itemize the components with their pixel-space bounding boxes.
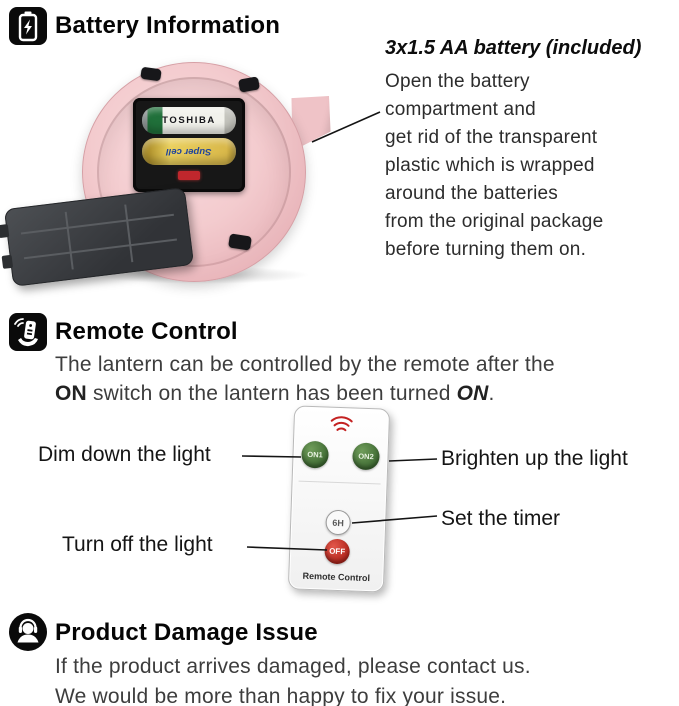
remote-description-line2: ON switch on the lantern has been turned… (55, 379, 555, 408)
label-brighten-up: Brighten up the light (441, 447, 628, 470)
remote-control-device: ON1 ON2 6H OFF Remote Control (287, 405, 391, 593)
ir-signal-icon (330, 416, 353, 432)
cover-groove (23, 238, 177, 259)
cover-groove (64, 211, 74, 270)
lantern-base-photo: TOSHIBA Super cell (82, 62, 306, 282)
label-dim-down: Dim down the light (38, 443, 211, 466)
on-word-italic: ON (456, 382, 489, 405)
damage-description: If the product arrives damaged, please c… (55, 652, 531, 706)
remote-button-on1: ON1 (301, 440, 329, 469)
callout-line: from the original package (385, 211, 604, 232)
customer-service-icon (9, 613, 47, 651)
callout-line: compartment and (385, 99, 536, 120)
cover-groove (20, 213, 174, 234)
cover-groove (124, 204, 133, 263)
cover-clip-tab (0, 224, 10, 239)
remote-control-label: Remote Control (302, 570, 371, 584)
callout-line: before turning them on. (385, 239, 587, 260)
rubber-foot (140, 66, 162, 82)
on-buttons-row: ON1 ON2 (293, 440, 388, 471)
cover-clip-tab (1, 254, 14, 269)
battery-section-heading: Battery Information (55, 12, 281, 39)
remote-section-heading: Remote Control (55, 318, 238, 345)
remote-button-off: OFF (324, 538, 351, 565)
aa-battery-toshiba: TOSHIBA (142, 107, 236, 134)
label-turn-off: Turn off the light (62, 533, 213, 556)
power-switch (178, 171, 200, 180)
callout-line: around the batteries (385, 183, 559, 204)
battery-compartment: TOSHIBA Super cell (133, 98, 245, 192)
damage-section-heading: Product Damage Issue (55, 619, 318, 646)
damage-line2: We would be more than happy to fix your … (55, 685, 507, 706)
remote-button-on2: ON2 (352, 442, 380, 471)
battery-brand-label: Super cell (166, 146, 212, 157)
remote-button-6h: 6H (325, 509, 352, 536)
callout-line: get rid of the transparent (385, 127, 598, 148)
battery-icon (9, 7, 47, 45)
label-set-timer: Set the timer (441, 507, 561, 530)
remote-seam (298, 480, 381, 485)
battery-callout-title: 3x1.5 AA battery (included) (385, 37, 642, 59)
desc-period: . (488, 382, 495, 405)
battery-callout-text: Open the battery compartment and get rid… (385, 68, 603, 264)
desc-mid: switch on the lantern has been turned (86, 382, 457, 405)
damage-line1: If the product arrives damaged, please c… (55, 655, 531, 678)
remote-description: The lantern can be controlled by the rem… (55, 350, 555, 408)
remote-hand-icon (9, 313, 47, 351)
aa-battery-supercell: Super cell (142, 138, 236, 165)
callout-line: Open the battery (385, 71, 530, 92)
callout-line: plastic which is wrapped (385, 155, 595, 176)
rubber-foot (238, 76, 260, 93)
on-word: ON (55, 382, 87, 405)
remote-description-line1: The lantern can be controlled by the rem… (55, 353, 555, 376)
battery-brand-label: TOSHIBA (162, 115, 216, 126)
